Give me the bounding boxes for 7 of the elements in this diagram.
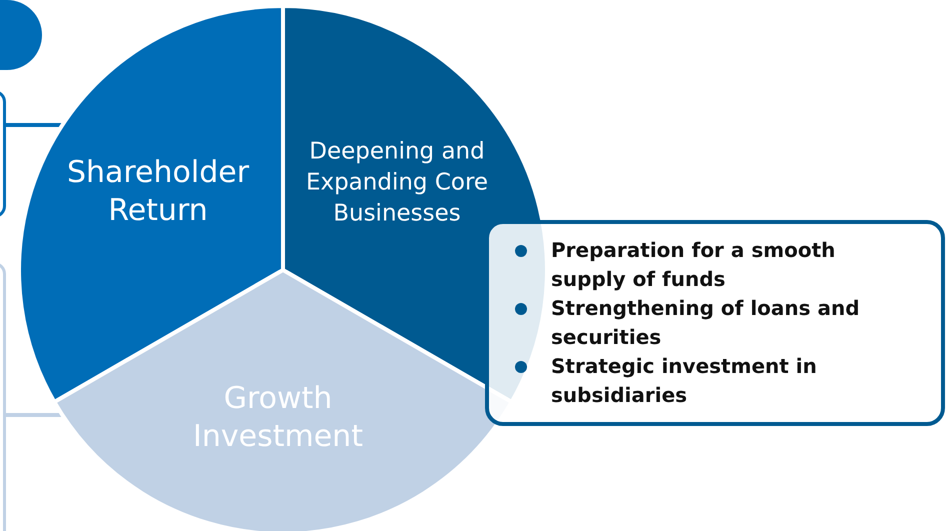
bullet-text: Strategic investment in subsidiaries [551,353,818,409]
segment-label: Growth Investment [192,380,364,456]
segment-label: Deepening and Expanding Core Businesses [304,138,490,228]
bullet-text: Strengthening of loans and securities [551,295,861,351]
bullet-text: Preparation for a smooth supply of funds [551,237,836,293]
segment-label: Shareholder Return [66,154,250,230]
callout-box [485,220,945,426]
